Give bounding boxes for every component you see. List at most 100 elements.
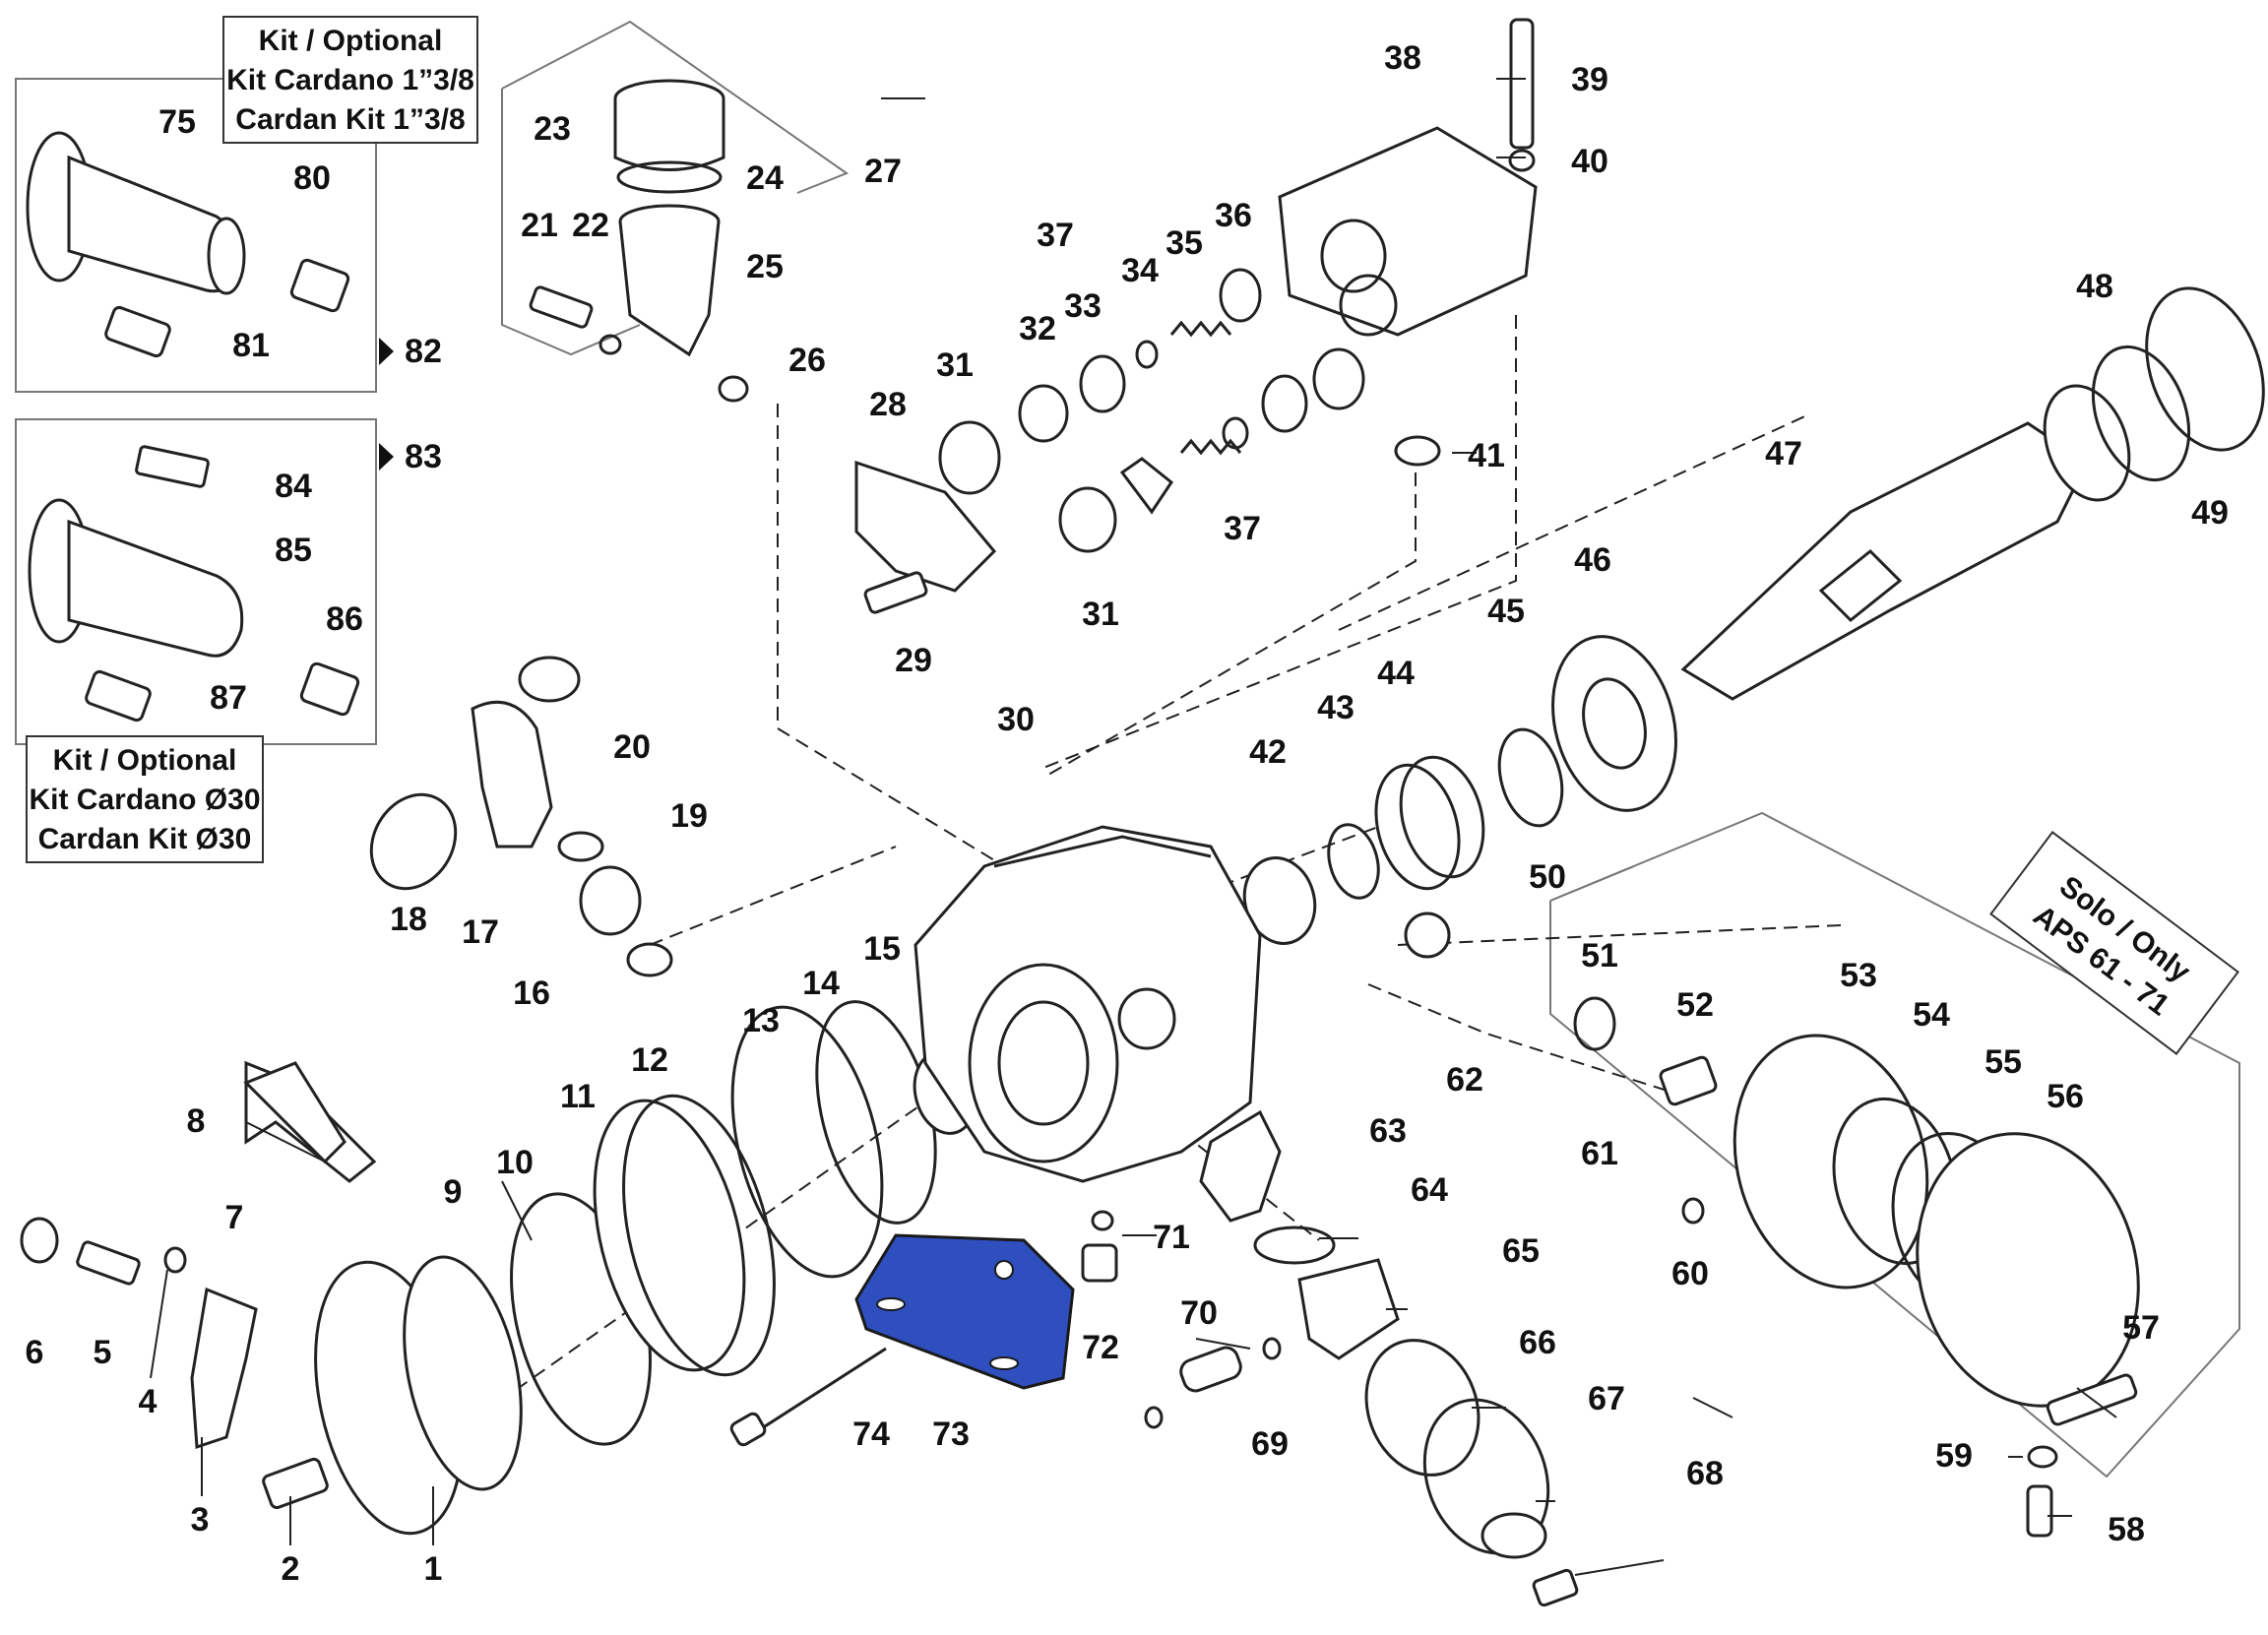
callout: 25	[746, 248, 784, 285]
callout: 42	[1249, 733, 1287, 771]
callout: 24	[746, 159, 784, 197]
callout: 37	[1037, 217, 1074, 254]
callout: 37	[1224, 510, 1261, 547]
kit-label-line: Cardan Kit Ø30	[37, 823, 252, 855]
callout: 43	[1317, 689, 1354, 726]
callout: 2	[282, 1550, 300, 1588]
callout: 84	[275, 468, 312, 505]
callout: 46	[1574, 541, 1611, 579]
callout: 15	[863, 930, 901, 968]
callout: 41	[1468, 437, 1505, 474]
callout: 30	[997, 701, 1035, 738]
callout: 53	[1840, 957, 1877, 994]
callout: 72	[1082, 1329, 1119, 1366]
callout: 70	[1180, 1294, 1218, 1332]
callout: 27	[864, 153, 902, 190]
crankshaft-group-parts	[1242, 286, 2265, 945]
callout: 29	[895, 642, 932, 679]
kit-label-line: Kit Cardano 1”3/8	[226, 64, 474, 96]
kit-label-cardan-1-3-8: Kit / Optional Kit Cardano 1”3/8 Cardan …	[222, 16, 478, 144]
kit-84-marker-icon	[379, 443, 394, 471]
bracket-highlight	[729, 1233, 1075, 1447]
front-cover-parts	[20, 1000, 977, 1536]
callout: 17	[462, 913, 499, 951]
callout: 80	[293, 159, 331, 197]
kit-label-line: Kit / Optional	[52, 744, 237, 777]
pump-body	[914, 825, 1262, 1183]
solo-only-label: Solo / Only APS 61 - 71	[1989, 831, 2239, 1055]
callout: 39	[1571, 61, 1608, 98]
callout: 13	[742, 1002, 780, 1039]
kit-label-cardan-30: Kit / Optional Kit Cardano Ø30 Cardan Ki…	[26, 735, 264, 863]
leader-lines	[150, 78, 2117, 1576]
kit-label-line: Kit / Optional	[258, 25, 443, 57]
callout: 36	[1215, 197, 1252, 234]
callout: 1	[424, 1550, 443, 1588]
callout: 47	[1765, 435, 1802, 472]
callout: 4	[139, 1383, 158, 1420]
callout: 66	[1519, 1324, 1556, 1361]
callout: 32	[1019, 310, 1056, 347]
callout: 40	[1571, 143, 1608, 180]
assembly-lines	[462, 315, 1842, 1428]
callout: 59	[1935, 1437, 1973, 1475]
cardan-kit-30-parts	[28, 445, 360, 723]
kit-83-marker-icon	[379, 338, 394, 365]
callout: 56	[2047, 1078, 2084, 1115]
cardan-kit-1-3-8-parts	[26, 131, 350, 358]
callout: 63	[1369, 1112, 1407, 1150]
callout: 62	[1446, 1061, 1483, 1099]
callout: 33	[1064, 287, 1102, 325]
callout: 7	[225, 1199, 244, 1236]
piston-group-parts	[1081, 1109, 1579, 1607]
callout: 31	[1082, 596, 1119, 633]
callout: 35	[1166, 224, 1203, 262]
callout: 87	[210, 679, 247, 717]
callout: 71	[1153, 1219, 1190, 1256]
callout: 12	[631, 1041, 668, 1079]
callout: 86	[326, 600, 363, 638]
callout: 64	[1411, 1171, 1448, 1209]
callout: 11	[560, 1078, 596, 1115]
callout: 5	[94, 1334, 112, 1371]
callout: 85	[275, 532, 312, 569]
callout: 69	[1251, 1425, 1289, 1463]
callout: 14	[802, 965, 840, 1002]
callout-labels: 1 2 3 4 5 6 7 8 9 10 11 12 13 14 15 16 1…	[26, 39, 2229, 1588]
callout: 8	[187, 1102, 206, 1140]
callout: 54	[1913, 996, 1950, 1034]
callout: 49	[2191, 494, 2229, 532]
callout: 23	[534, 110, 571, 148]
callout: 48	[2076, 268, 2113, 305]
kit-label-line: Kit Cardano Ø30	[29, 784, 261, 816]
aps-group-parts	[1404, 912, 2140, 1538]
callout: 75	[158, 103, 196, 141]
callout: 3	[191, 1501, 210, 1539]
valve-group-parts	[854, 18, 1538, 614]
callout: 83	[405, 438, 442, 475]
callout: 61	[1581, 1135, 1618, 1172]
suction-parts	[243, 656, 673, 1164]
callout: 81	[232, 327, 270, 364]
callout: 31	[936, 346, 974, 384]
callout: 60	[1671, 1255, 1709, 1292]
callout: 68	[1686, 1455, 1724, 1492]
callout: 45	[1487, 593, 1525, 630]
callout: 10	[496, 1144, 534, 1181]
callout: 52	[1676, 986, 1714, 1024]
callout: 65	[1502, 1232, 1540, 1270]
callout: 51	[1581, 937, 1618, 975]
callout: 50	[1529, 858, 1566, 896]
callout: 26	[788, 342, 826, 379]
callout: 28	[869, 386, 907, 423]
callout: 18	[390, 901, 427, 938]
callout: 82	[405, 333, 442, 370]
callout: 74	[852, 1415, 890, 1453]
callout: 44	[1377, 655, 1415, 692]
callout: 57	[2122, 1309, 2160, 1347]
filter-group-parts	[529, 79, 749, 403]
callout: 67	[1588, 1380, 1625, 1417]
callout: 38	[1384, 39, 1421, 77]
callout: 6	[26, 1334, 44, 1371]
